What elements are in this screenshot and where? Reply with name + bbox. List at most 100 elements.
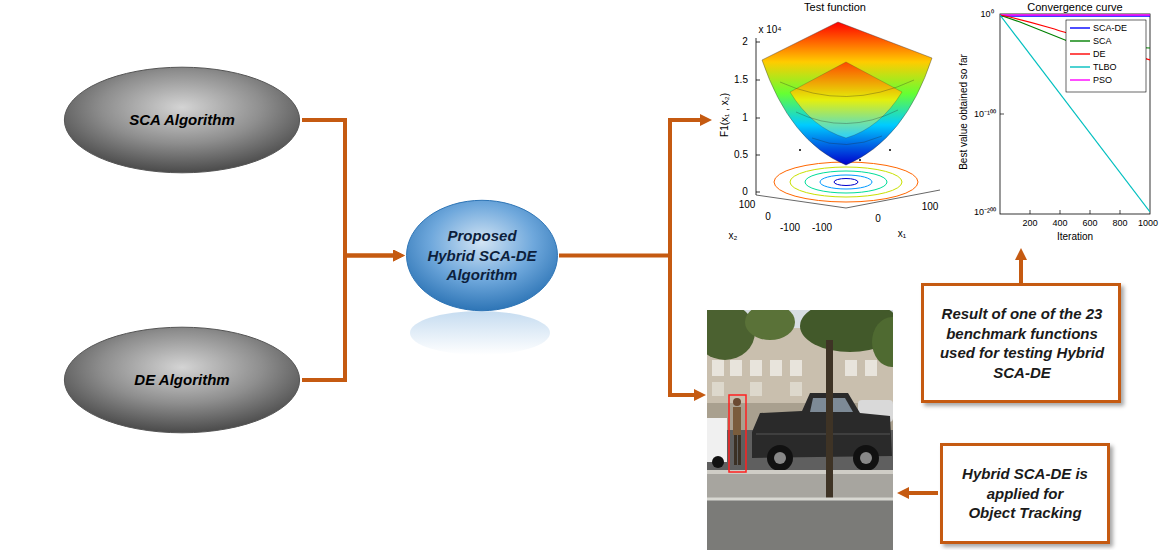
legend-sample [1070, 66, 1090, 67]
axis-tick [1060, 210, 1061, 214]
algorithm-ellipse: SCA Algorithm [62, 65, 302, 175]
text-wrap: Hybrid SCA-DE is applied for Object Trac… [962, 464, 1088, 523]
window [790, 382, 802, 396]
node-text: DE Algorithm [82, 370, 282, 390]
callout-box: Result of one of the 23 benchmark functi… [921, 283, 1121, 403]
flow-arrow [559, 120, 702, 256]
axis-label: 0 [742, 187, 748, 197]
legend-text: TLBO [1093, 63, 1117, 72]
axis-label: 600 [1082, 219, 1097, 228]
tree-trunk [826, 340, 833, 498]
legend-text: SCA-DE [1093, 24, 1127, 33]
wheel-rim [774, 452, 786, 464]
axis-label: 200 [1022, 219, 1037, 228]
node-text: Convergence curve [987, 1, 1163, 13]
surface-plot [756, 22, 940, 208]
axis-label: x₁ [898, 229, 906, 239]
flow-arrow [302, 256, 395, 381]
ellipse-reflection [410, 311, 550, 355]
person-body [733, 407, 741, 435]
legend-sample [1070, 40, 1090, 41]
tracking-photo [707, 310, 893, 550]
axis-label: 400 [1052, 219, 1067, 228]
tree-crown [745, 310, 795, 340]
axis-tick [1000, 114, 1004, 115]
contour-line [805, 171, 887, 193]
text-wrap: DE Algorithm [82, 370, 282, 390]
curve-tlbo [1000, 15, 1150, 212]
axis-label: -100 [780, 223, 800, 233]
ellipse-shape [64, 327, 299, 433]
sample-dot [889, 149, 891, 151]
legend-box [1066, 20, 1146, 92]
axis-label: 100 [922, 202, 939, 212]
text-wrap: SCA Algorithm [82, 110, 282, 130]
window [770, 360, 782, 376]
sidewalk [707, 470, 893, 498]
curve-pso [1000, 14, 1150, 15]
axis-line [756, 38, 757, 195]
node-text: Result of one of the 23 benchmark functi… [930, 304, 1114, 382]
axis-label: Best value obtained so far [959, 54, 969, 170]
convergence-plot [1000, 14, 1150, 214]
hybrid-ellipse: Proposed Hybrid SCA-DE Algorithm [405, 198, 559, 313]
pavement [707, 498, 893, 550]
tree-crown [872, 317, 893, 367]
legend-sample [1070, 53, 1090, 54]
window [845, 360, 857, 376]
sample-dot [859, 159, 861, 161]
curb-edge [707, 498, 893, 501]
axis-label: 1.5 [734, 75, 748, 85]
curve-sca-de [1000, 15, 1150, 16]
person-head [733, 398, 741, 406]
surface-inner [790, 62, 902, 138]
axis-label: x₂ [729, 231, 738, 241]
window [750, 382, 762, 396]
wheel [767, 445, 793, 471]
axis-tick [756, 155, 760, 156]
axis-label: 2 [742, 37, 748, 47]
surface-shape [762, 22, 932, 165]
window [712, 360, 724, 376]
contour-line [774, 162, 918, 202]
tracking-box [729, 395, 746, 472]
axis-label: x 10⁴ [758, 25, 781, 35]
axis-label: F1(x₁ , x₂) [720, 93, 730, 137]
window [712, 382, 724, 396]
node-text: Test function [722, 1, 948, 13]
window [730, 360, 742, 376]
node-text: Proposed Hybrid SCA-DE Algorithm [423, 226, 541, 285]
text-wrap: Test function [712, 0, 948, 13]
node-text: SCA Algorithm [82, 110, 282, 130]
axis-label: 10⁻¹⁰⁰ [974, 110, 996, 119]
flow-arrow [1019, 258, 1023, 283]
axis-label: 800 [1112, 219, 1127, 228]
wheel-rim [860, 452, 872, 464]
ellipse-shape [407, 200, 558, 310]
axis-tick [756, 118, 760, 119]
wheel [853, 445, 879, 471]
axis-label: 10⁻²⁰⁰ [974, 208, 996, 217]
axis-tick [756, 80, 760, 81]
callout-arrow [907, 491, 938, 495]
curve-group [1000, 15, 1150, 212]
text-wrap: Proposed Hybrid SCA-DE Algorithm [423, 226, 541, 285]
axis-tick [756, 42, 760, 43]
wheel [712, 456, 724, 468]
window [790, 360, 802, 376]
axis-tick [1030, 210, 1031, 214]
axis-label: Iteration [1057, 232, 1093, 242]
surface-mesh [780, 80, 914, 145]
ellipse-shape [64, 67, 299, 173]
legend-sample [1070, 27, 1090, 28]
plot-frame [1000, 14, 1150, 214]
contour-line [820, 175, 872, 189]
truck-trim [756, 434, 890, 435]
axis-label: 100 [739, 200, 756, 210]
legend-text: DE [1093, 50, 1106, 59]
sample-dot [799, 149, 801, 151]
axis-label: 10⁰ [980, 10, 993, 19]
contour-line [834, 179, 858, 186]
window [750, 360, 762, 376]
axis-tick [1120, 210, 1121, 214]
